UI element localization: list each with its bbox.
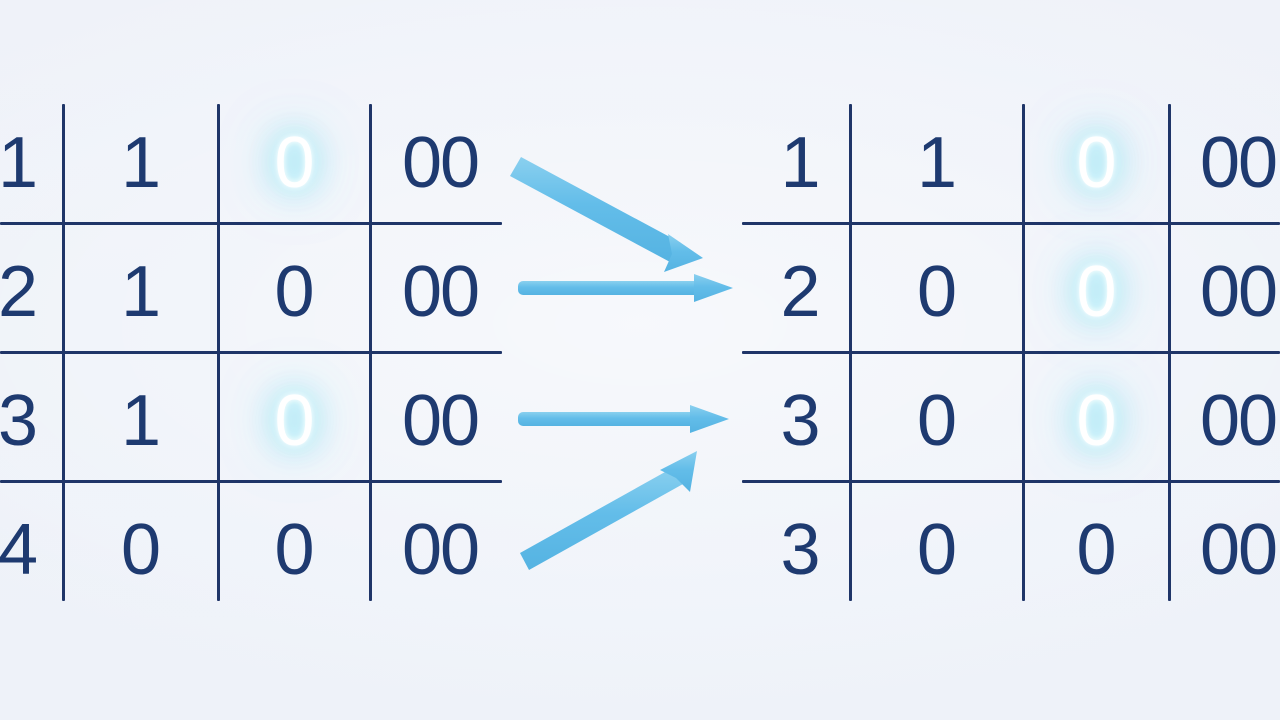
right-cell-r2c1: 2 [780, 251, 821, 332]
left-table-hline-2 [0, 351, 502, 354]
right-cell-r3c4: 00 [1200, 380, 1278, 461]
left-cell-r4c4: 00 [402, 509, 480, 590]
left-cell-r1c3: 0 [274, 122, 315, 203]
right-table-hline-2 [742, 351, 1280, 354]
right-cell-r3c1: 3 [780, 380, 821, 461]
arrow-row3-to-row3 [518, 405, 729, 433]
left-table-hline-1 [0, 222, 502, 225]
right-cell-r4c1: 3 [780, 509, 821, 590]
left-cell-r1c4: 00 [402, 122, 480, 203]
right-cell-r4c3: 0 [1076, 509, 1117, 590]
right-cell-r2c3: 0 [1076, 251, 1117, 332]
right-cell-r1c2: 1 [916, 122, 958, 203]
right-cell-r4c4: 00 [1200, 509, 1278, 590]
right-cell-r3c3: 0 [1076, 380, 1117, 461]
right-cell-r3c2: 0 [916, 380, 958, 461]
left-cell-r1c1: 1 [0, 122, 39, 203]
left-cell-r2c4: 00 [402, 251, 480, 332]
arrow-row4-to-row3 [520, 451, 697, 570]
left-cell-r4c2: 0 [120, 509, 162, 590]
right-cell-r1c3: 0 [1076, 122, 1117, 203]
arrow-row1-to-row2 [510, 157, 703, 272]
left-cell-r4c1: 4 [0, 509, 39, 590]
right-table-hline-3 [742, 480, 1280, 483]
left-cell-r3c1: 3 [0, 380, 39, 461]
left-cell-r2c2: 1 [120, 251, 162, 332]
left-cell-r2c1: 2 [0, 251, 39, 332]
right-cell-r1c4: 00 [1200, 122, 1278, 203]
left-cell-r3c2: 1 [120, 380, 162, 461]
left-cell-r1c2: 1 [120, 122, 162, 203]
arrow-row2-to-row2 [518, 274, 733, 302]
left-table-hline-3 [0, 480, 502, 483]
left-cell-r2c3: 0 [274, 251, 315, 332]
right-table-hline-1 [742, 222, 1280, 225]
left-cell-r3c4: 00 [402, 380, 480, 461]
left-cell-r4c3: 0 [274, 509, 315, 590]
right-cell-r4c2: 0 [916, 509, 958, 590]
right-cell-r1c1: 1 [780, 122, 821, 203]
right-cell-r2c4: 00 [1200, 251, 1278, 332]
right-cell-r2c2: 0 [916, 251, 958, 332]
left-cell-r3c3: 0 [274, 380, 315, 461]
